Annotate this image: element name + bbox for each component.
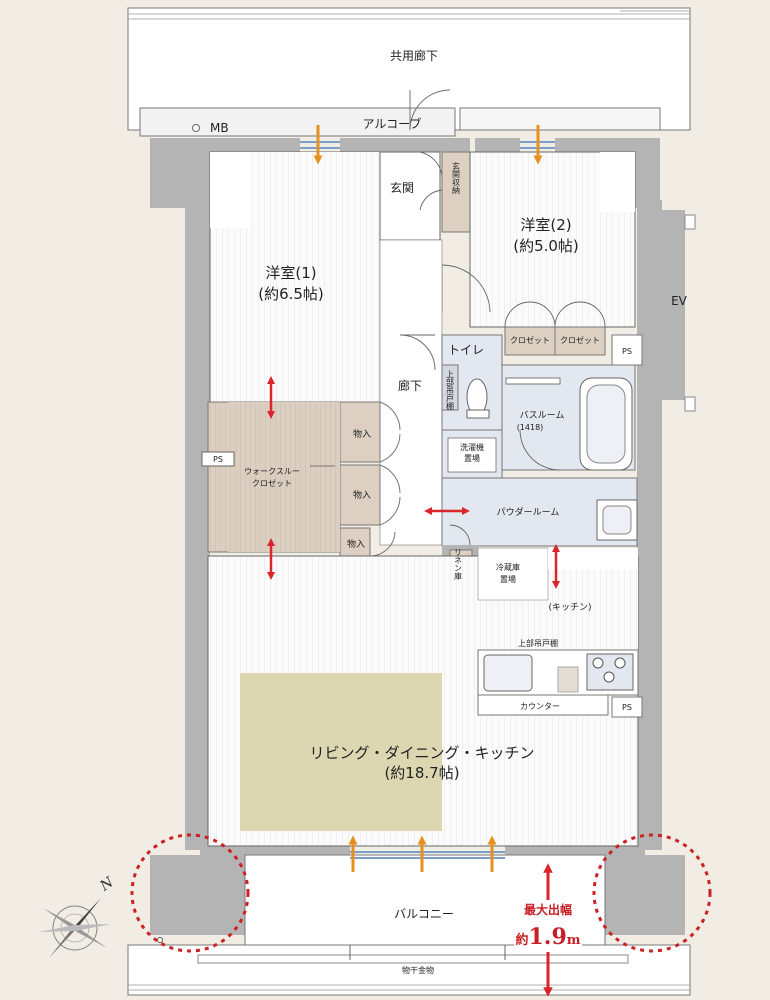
closet-label-1: クロゼット xyxy=(510,335,550,345)
storage-label-2: 物入 xyxy=(353,489,371,501)
room-western-2 xyxy=(441,151,636,328)
labels: 共用廊下 MB アルコーブ 玄関 玄関収納 EV 洋室(1) (約6.5帖) 洋… xyxy=(97,48,688,975)
corridor-label: 共用廊下 xyxy=(390,48,438,63)
kitchen xyxy=(477,649,643,718)
western-room-1-size: (約6.5帖) xyxy=(258,285,324,303)
mb-label: MB xyxy=(210,121,229,135)
washer-label-1: 洗濯機 xyxy=(460,442,484,452)
fridge-label-1: 冷蔵庫 xyxy=(496,562,520,572)
passage-arrows xyxy=(266,375,582,997)
compass-rose-icon xyxy=(39,898,111,958)
upper-cabinet-toilet-label: 上部吊戸棚 xyxy=(446,370,455,411)
max-depth-label: 最大出幅 xyxy=(524,902,572,917)
airflow-arrows xyxy=(313,125,543,872)
balcony-label: バルコニー xyxy=(394,907,454,921)
bathroom-size-label: (1418) xyxy=(517,423,544,432)
ev-label: EV xyxy=(671,294,688,308)
storage-closets xyxy=(339,401,401,557)
fridge-label-2: 置場 xyxy=(500,574,516,584)
washer-label-2: 置場 xyxy=(464,453,480,463)
closets-row xyxy=(504,301,643,366)
wtc-label-1: ウォークスルー xyxy=(244,467,300,476)
linen-storage-label: リネン庫 xyxy=(454,548,463,581)
counter-label: カウンター xyxy=(520,702,560,711)
kitchen-label: (キッチン) xyxy=(548,602,591,613)
ps-label-closet: PS xyxy=(213,455,223,464)
powder-room-label: パウダールーム xyxy=(497,506,560,518)
western-room-2-name: 洋室(2) xyxy=(520,216,571,234)
ps-label-bedroom: PS xyxy=(622,347,632,356)
ldk-size: (約18.7帖) xyxy=(384,764,459,782)
structural-walls xyxy=(150,138,696,935)
common-corridor xyxy=(127,7,691,137)
room-ldk xyxy=(207,547,639,847)
ldk-name: リビング・ダイニング・キッチン xyxy=(309,744,534,762)
western-room-2-size: (約5.0帖) xyxy=(513,237,579,255)
sink-icon xyxy=(483,654,533,692)
room-washer xyxy=(441,429,503,479)
corner-highlights xyxy=(130,833,712,953)
room-powder xyxy=(441,477,638,547)
alcove-label: アルコーブ xyxy=(363,116,422,131)
room-toilet xyxy=(441,334,503,431)
mb-knob-icon xyxy=(192,124,200,132)
tatami-area xyxy=(240,673,442,831)
room-entrance xyxy=(379,151,471,241)
room-western-1 xyxy=(209,151,381,403)
room-bathroom xyxy=(501,364,636,471)
bathroom-label: バスルーム xyxy=(520,410,565,421)
storage-label-1: 物入 xyxy=(353,428,371,440)
compass-n-label: N xyxy=(97,874,118,895)
laundry-rack-label: 物干金物 xyxy=(402,965,434,975)
ps-label-kitchen: PS xyxy=(622,703,632,712)
entrance-label: 玄関 xyxy=(390,180,414,195)
toilet-label: トイレ xyxy=(448,343,484,357)
storage-label-3: 物入 xyxy=(347,538,365,550)
western-room-1-name: 洋室(1) xyxy=(265,264,316,282)
hallway-label: 廊下 xyxy=(398,378,422,393)
dotted-circle-icon xyxy=(130,833,250,953)
entrance-storage-label: 玄関収納 xyxy=(452,161,461,195)
max-depth-value: 約1.9m xyxy=(515,924,580,950)
dotted-circle-icon xyxy=(592,833,712,953)
walk-through-closet xyxy=(201,401,341,553)
wtc-label-2: クロゼット xyxy=(252,478,292,488)
upper-cabinet-label: 上部吊戸棚 xyxy=(518,638,558,648)
closet-label-2: クロゼット xyxy=(560,335,600,345)
